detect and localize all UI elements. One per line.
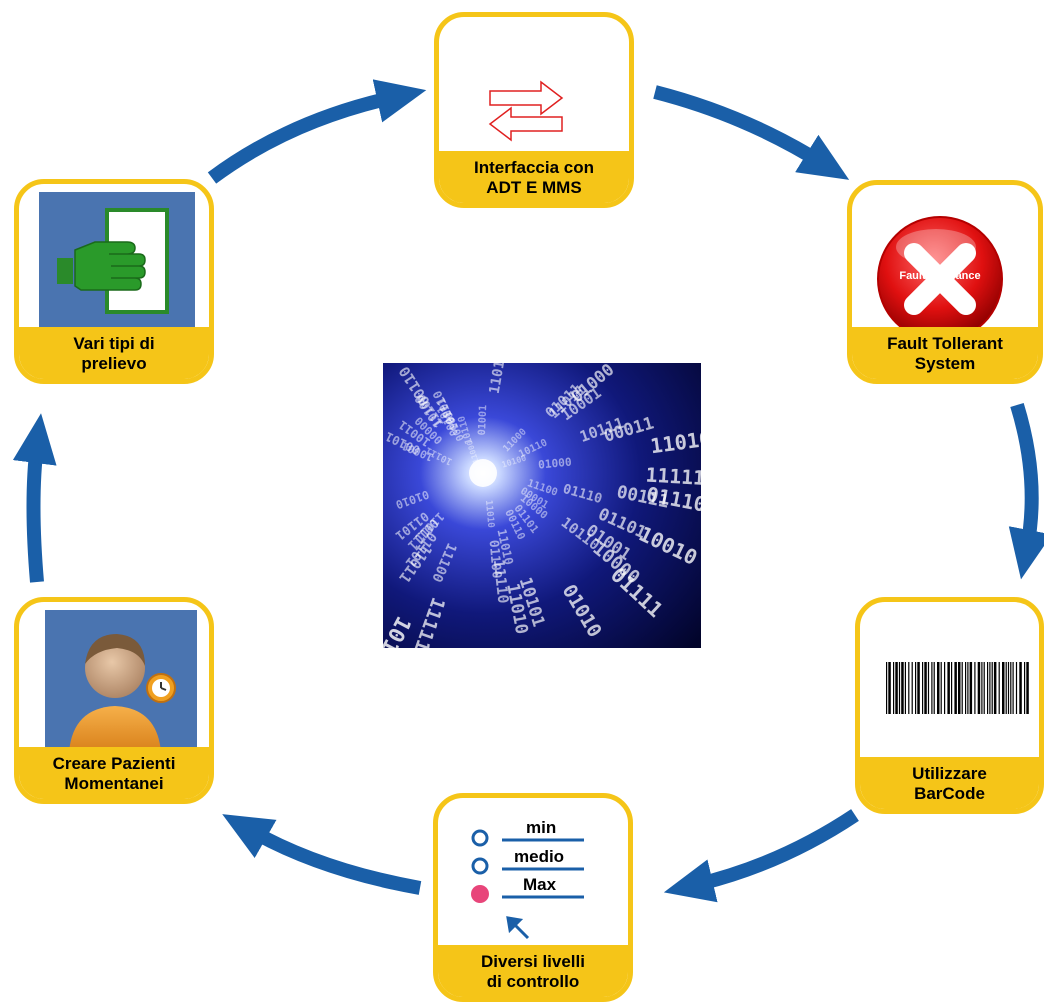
- barcode-bar: [998, 662, 1000, 714]
- level-option-max: Max: [523, 875, 557, 894]
- barcode-bar: [927, 662, 930, 714]
- barcode-bar: [924, 662, 927, 714]
- arrow-prelievo-to-interfaccia: [207, 79, 427, 184]
- error-x-icon: Fault tollerance: [877, 216, 1003, 342]
- barcode-bar: [901, 662, 904, 714]
- binary-digits: 01000: [538, 456, 573, 472]
- barcode-bar: [908, 662, 910, 714]
- barcode-bar: [1002, 662, 1005, 714]
- barcode-bar: [961, 662, 963, 714]
- card-label: Utilizzare BarCode: [860, 757, 1039, 809]
- binary-digits: 11110: [490, 559, 512, 605]
- barcode-bar: [983, 662, 985, 714]
- barcode-bar: [969, 662, 973, 714]
- barcode-icon: [886, 662, 1029, 714]
- barcode-bar: [940, 662, 942, 714]
- card-label: Vari tipi di prelievo: [19, 327, 209, 379]
- arrow-livelli-to-pazienti: [222, 814, 422, 895]
- barcode-bar: [915, 662, 917, 714]
- barcode-bar: [1007, 662, 1010, 714]
- patient-clock-icon: [69, 634, 176, 752]
- barcode-bar: [954, 662, 957, 714]
- barcode-bar: [958, 662, 961, 714]
- barcode-bar: [922, 662, 924, 714]
- barcode-bar: [944, 662, 946, 714]
- card-label: Diversi livelli di controllo: [438, 945, 628, 997]
- card-livelli: min medio Max Diversi livelli di control…: [433, 793, 633, 1002]
- binary-digits: 01001: [477, 405, 489, 436]
- barcode-bar: [991, 662, 993, 714]
- card-pazienti: Creare Pazienti Momentanei: [14, 597, 214, 804]
- level-option-min: min: [526, 818, 557, 837]
- barcode-bar: [974, 662, 976, 714]
- binary-digits: 11111: [645, 464, 701, 490]
- binary-digits: 01100: [486, 539, 504, 579]
- barcode-bar: [917, 662, 920, 714]
- barcode-bar: [977, 662, 981, 714]
- arrow-interfaccia-to-fault: [653, 85, 850, 180]
- barcode-bar: [931, 662, 933, 714]
- barcode-bar: [933, 662, 935, 714]
- barcode-bar: [888, 662, 891, 714]
- barcode-bar: [1026, 662, 1029, 714]
- level-option-medio: medio: [514, 847, 565, 866]
- card-barcode: Utilizzare BarCode: [855, 597, 1044, 814]
- barcode-bar: [1012, 662, 1014, 714]
- arrow-barcode-to-livelli: [663, 809, 859, 903]
- barcode-bar: [886, 662, 888, 714]
- barcode-bar: [951, 662, 953, 714]
- barcode-bar: [1010, 662, 1012, 714]
- binary-tunnel-image: 0100011000000011101101101011101101001111…: [383, 363, 701, 648]
- barcode-bar: [1019, 662, 1022, 714]
- barcode-bar: [1015, 662, 1018, 714]
- barcode-bar: [993, 662, 997, 714]
- exchange-arrows-icon: [488, 80, 564, 142]
- barcode-bar: [947, 662, 950, 714]
- card-label: Creare Pazienti Momentanei: [19, 747, 209, 799]
- card-label: Interfaccia con ADT E MMS: [439, 151, 629, 203]
- card-prelievo: Vari tipi di prelievo: [14, 179, 214, 384]
- barcode-bar: [967, 662, 969, 714]
- hand-document-icon: [57, 208, 169, 314]
- card-fault: Fault tollerance Fault Tollerant System: [847, 180, 1043, 384]
- barcode-bar: [965, 662, 967, 714]
- arrow-fault-to-barcode: [1008, 402, 1044, 580]
- barcode-bar: [898, 662, 901, 714]
- binary-digits: 11010: [483, 500, 496, 529]
- barcode-bar: [1005, 662, 1007, 714]
- card-label: Fault Tollerant System: [852, 327, 1038, 379]
- barcode-bar: [911, 662, 913, 714]
- barcode-bar: [987, 662, 989, 714]
- barcode-bar: [893, 662, 895, 714]
- arrow-pazienti-to-prelievo: [12, 413, 57, 583]
- barcode-bar: [989, 662, 991, 714]
- barcode-bar: [981, 662, 983, 714]
- level-list-icon: min medio Max: [466, 816, 606, 946]
- card-interfaccia: Interfaccia con ADT E MMS: [434, 12, 634, 208]
- barcode-bar: [904, 662, 906, 714]
- barcode-bar: [937, 662, 940, 714]
- fault-badge-text: Fault tollerance: [899, 270, 980, 282]
- barcode-bar: [1024, 662, 1026, 714]
- barcode-bar: [895, 662, 898, 714]
